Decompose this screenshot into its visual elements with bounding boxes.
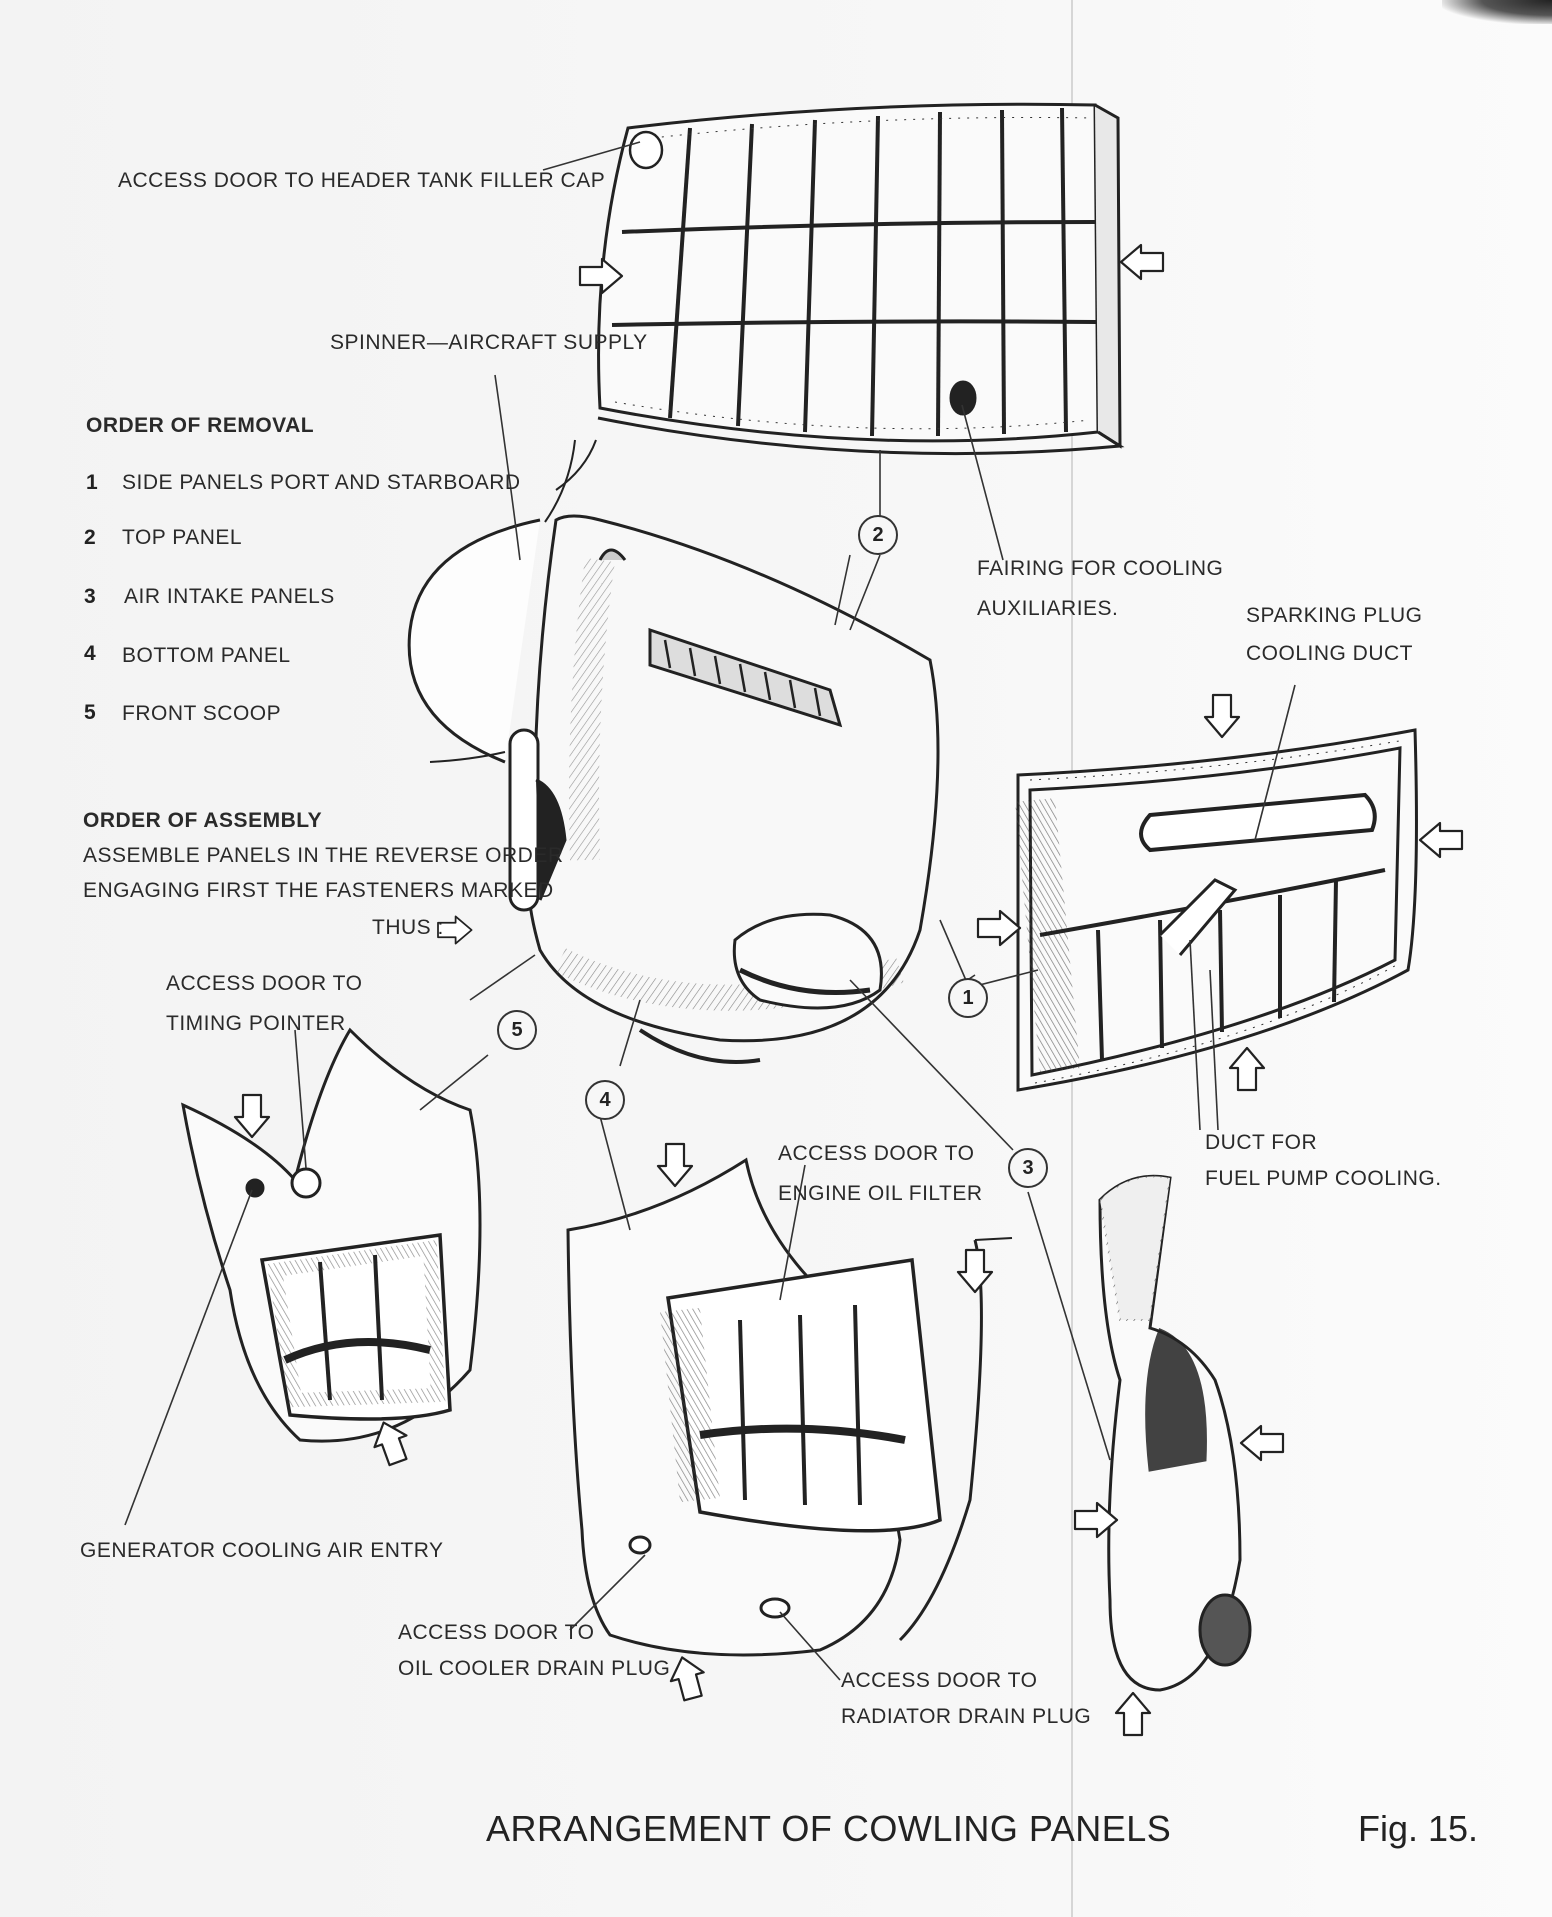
removal-item-4-number: 4 — [84, 642, 96, 665]
assembly-heading: ORDER OF ASSEMBLY — [83, 809, 323, 832]
label-header-tank-filler-cap: ACCESS DOOR TO HEADER TANK FILLER CAP — [118, 169, 606, 192]
air-intake-panel-drawing — [1098, 1174, 1252, 1692]
top-panel-drawing — [597, 102, 1125, 456]
label-timing-line-1: ACCESS DOOR TO — [166, 972, 363, 995]
removal-heading: ORDER OF REMOVAL — [86, 414, 315, 437]
label-fairing-line-1: FAIRING FOR COOLING — [977, 557, 1224, 580]
figure-title: ARRANGEMENT OF COWLING PANELS — [486, 1808, 1172, 1849]
removal-item-3-text: AIR INTAKE PANELS — [124, 585, 335, 608]
callout-2: 2 — [858, 515, 898, 555]
callout-5: 5 — [497, 1010, 537, 1050]
front-scoop-drawing — [181, 1027, 482, 1443]
figure-number: Fig. 15. — [1358, 1808, 1479, 1849]
label-sparking-plug-line-1: SPARKING PLUG — [1246, 604, 1423, 627]
removal-item-3-number: 3 — [84, 585, 96, 608]
corner-shadow — [1442, 0, 1552, 24]
label-oil-filter-line-1: ACCESS DOOR TO — [778, 1142, 975, 1165]
label-fuel-pump-line-2: FUEL PUMP COOLING. — [1205, 1167, 1442, 1190]
bottom-panel-drawing — [566, 1157, 1013, 1657]
label-oil-cooler-line-1: ACCESS DOOR TO — [398, 1621, 595, 1644]
leader-lines — [124, 141, 1296, 1681]
label-fairing-line-2: AUXILIARIES. — [977, 597, 1119, 620]
label-oil-cooler-line-2: OIL COOLER DRAIN PLUG — [398, 1657, 671, 1680]
assembled-cowling-drawing — [407, 439, 940, 1064]
assembly-line-1: ASSEMBLE PANELS IN THE REVERSE ORDER — [83, 844, 564, 867]
label-sparking-plug-line-2: COOLING DUCT — [1246, 642, 1414, 665]
removal-item-1-text: SIDE PANELS PORT AND STARBOARD — [122, 471, 521, 494]
callout-3: 3 — [1008, 1148, 1048, 1188]
removal-item-2-number: 2 — [84, 526, 96, 549]
side-panel-drawing — [1015, 728, 1418, 1092]
assembly-line-2: ENGAGING FIRST THE FASTENERS MARKED — [83, 879, 554, 902]
label-radiator-line-2: RADIATOR DRAIN PLUG — [841, 1705, 1092, 1728]
removal-item-4-text: BOTTOM PANEL — [122, 644, 291, 667]
label-radiator-line-1: ACCESS DOOR TO — [841, 1669, 1038, 1692]
label-oil-filter-line-2: ENGINE OIL FILTER — [778, 1182, 983, 1205]
removal-item-2-text: TOP PANEL — [122, 526, 243, 549]
label-fuel-pump-line-1: DUCT FOR — [1205, 1131, 1318, 1154]
label-generator-cooling: GENERATOR COOLING AIR ENTRY — [80, 1539, 444, 1562]
removal-item-5-number: 5 — [84, 701, 96, 724]
removal-item-5-text: FRONT SCOOP — [122, 702, 282, 725]
callout-1: 1 — [948, 978, 988, 1018]
callout-4: 4 — [585, 1080, 625, 1120]
assembly-line-3: THUS : — [372, 916, 444, 939]
label-timing-line-2: TIMING POINTER — [166, 1012, 346, 1035]
label-spinner: SPINNER—AIRCRAFT SUPPLY — [330, 331, 648, 354]
removal-item-1-number: 1 — [86, 471, 98, 494]
